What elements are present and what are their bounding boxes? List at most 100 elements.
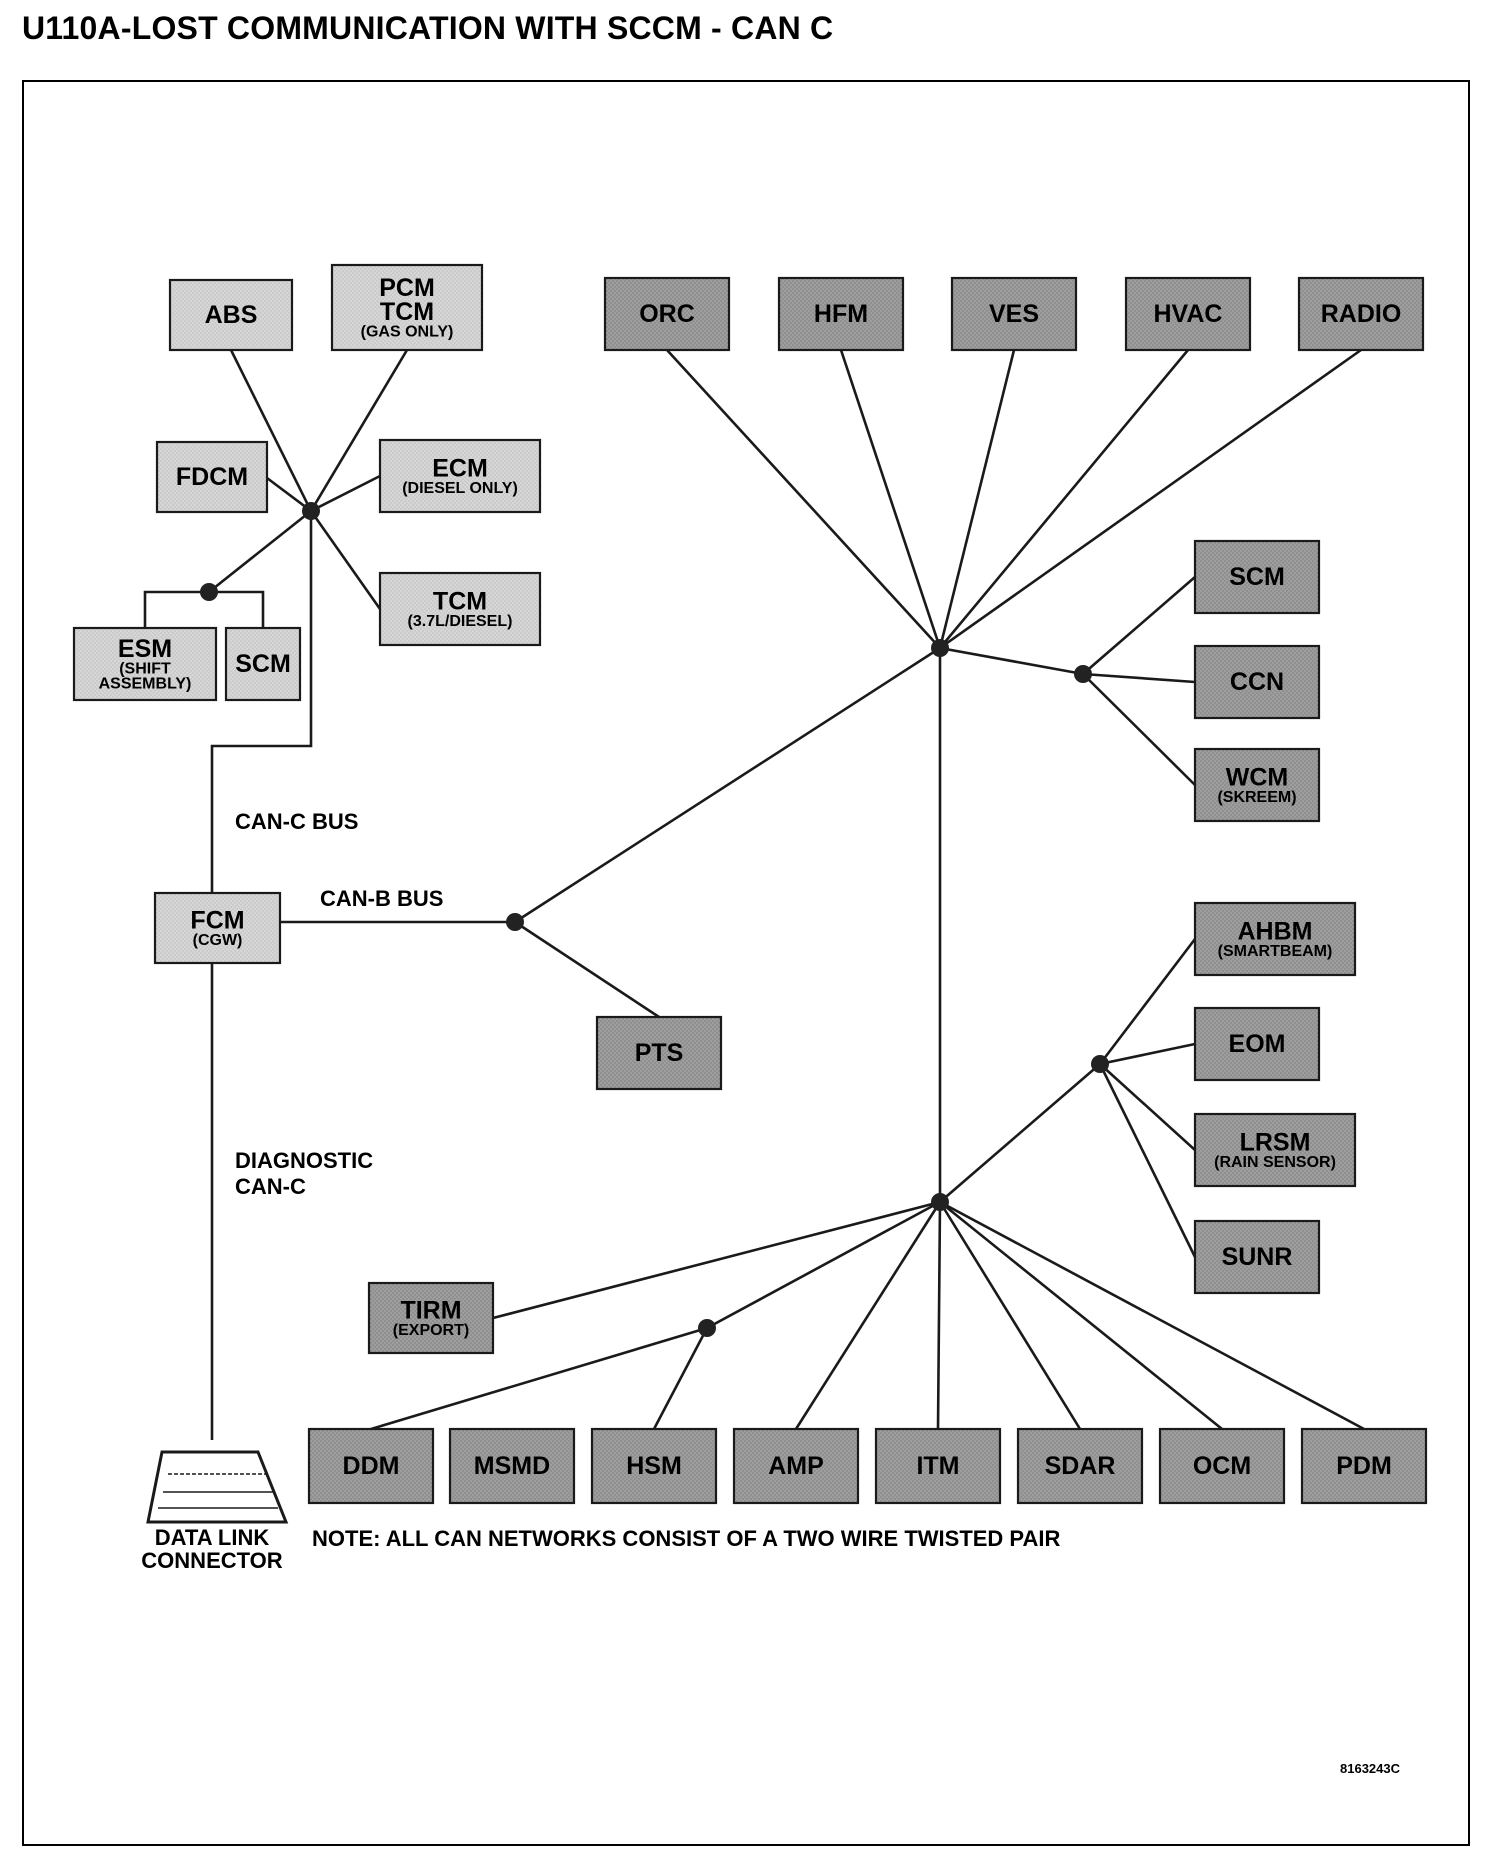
- module-label: SUNR: [1222, 1243, 1293, 1271]
- page-title: U110A-LOST COMMUNICATION WITH SCCM - CAN…: [22, 10, 834, 46]
- can-b-bus-label: CAN-B BUS: [320, 886, 443, 911]
- module-label: TCM: [380, 298, 434, 326]
- module-box: [153, 891, 282, 965]
- splice-sp-b5: [1091, 1055, 1109, 1073]
- module-label: AHBM: [1238, 918, 1313, 946]
- module-box: [1193, 1219, 1321, 1295]
- module-sdar: SDAR: [1016, 1427, 1144, 1505]
- module-ccn: CCN: [1193, 644, 1321, 720]
- diagnostic-label-line2: CAN-C: [235, 1174, 306, 1199]
- module-label: (SMARTBEAM): [1218, 943, 1333, 960]
- module-label: ITM: [916, 1452, 959, 1480]
- splice-sp-b1: [506, 913, 524, 931]
- data-link-connector: DATA LINK CONNECTOR: [141, 1450, 289, 1573]
- module-label: (SKREEM): [1217, 789, 1296, 806]
- module-abs: ABS: [168, 278, 294, 352]
- diagnostic-label-line1: DIAGNOSTIC: [235, 1148, 373, 1173]
- splice-sp-c2: [200, 583, 218, 601]
- module-ocm: OCM: [1158, 1427, 1286, 1505]
- splice-sp-b4: [931, 1193, 949, 1211]
- module-radio: RADIO: [1297, 276, 1425, 352]
- module-sunr: SUNR: [1193, 1219, 1321, 1295]
- wire-fdcm-to-sp-c1: [266, 476, 312, 513]
- module-box: [1193, 747, 1321, 823]
- module-label: MSMD: [474, 1452, 550, 1480]
- wire-sp-b5-to-lrsm: [1099, 1063, 1196, 1151]
- module-label: DDM: [343, 1452, 400, 1480]
- can-c-bus-label: CAN-C BUS: [235, 809, 358, 834]
- wire-sp-b2-to-sp-b3: [939, 646, 1084, 676]
- module-label: (3.7L/DIESEL): [408, 613, 513, 630]
- module-label: CCN: [1230, 668, 1284, 696]
- wire-sp-b4-to-amp: [794, 1201, 942, 1430]
- module-label: (EXPORT): [393, 1322, 469, 1339]
- module-label: HSM: [626, 1452, 682, 1480]
- wire-sp-b4-to-tirm: [492, 1200, 941, 1320]
- wire-sp-b5-to-ahbm: [1098, 938, 1197, 1065]
- wire-hvac-to-sp-b2: [939, 349, 1189, 649]
- module-box: [155, 440, 269, 514]
- module-label: SCM: [235, 650, 291, 678]
- module-label: RADIO: [1321, 300, 1402, 328]
- wire-sp-b4-to-ocm: [939, 1200, 1223, 1431]
- wire-esm-to-sp-c2: [143, 590, 209, 628]
- module-ecm: ECM(DIESEL ONLY): [378, 438, 542, 514]
- module-box: [307, 1427, 435, 1505]
- module-box: [1193, 644, 1321, 720]
- module-label: SDAR: [1045, 1452, 1116, 1480]
- module-fcm: FCM(CGW): [153, 891, 282, 965]
- module-ddm: DDM: [307, 1427, 435, 1505]
- wire-sp-b5-to-sunr: [1098, 1063, 1197, 1258]
- module-wcm: WCM(SKREEM): [1193, 747, 1321, 823]
- module-label: OCM: [1193, 1452, 1251, 1480]
- wire-radio-to-sp-b2: [939, 348, 1362, 650]
- wire-orc-to-sp-b2: [666, 349, 941, 649]
- module-box: [1193, 1112, 1357, 1188]
- wire-sp-b4-to-sp-b6: [706, 1200, 941, 1330]
- module-label: (SHIFT: [119, 660, 171, 677]
- wire-sp-b6-to-ddm: [370, 1326, 708, 1431]
- splice-sp-b3: [1074, 665, 1092, 683]
- splice-sp-c1: [302, 502, 320, 520]
- diagram-frame: [22, 80, 1470, 1846]
- network-note: NOTE: ALL CAN NETWORKS CONSIST OF A TWO …: [312, 1526, 1060, 1551]
- module-lrsm: LRSM(RAIN SENSOR): [1193, 1112, 1357, 1188]
- wire-hfm-to-sp-b2: [839, 349, 942, 649]
- module-label: ASSEMBLY): [99, 676, 192, 693]
- module-box: [72, 626, 218, 702]
- module-pdm: PDM: [1300, 1427, 1428, 1505]
- module-box: [1300, 1427, 1428, 1505]
- wire-sp-b4-to-sdar: [938, 1201, 1082, 1430]
- module-label: (RAIN SENSOR): [1214, 1154, 1336, 1171]
- module-box: [595, 1015, 723, 1091]
- module-label: WCM: [1226, 764, 1288, 792]
- module-amp: AMP: [732, 1427, 860, 1505]
- module-msmd: MSMD: [448, 1427, 576, 1505]
- module-scm-c: SCM: [224, 626, 302, 702]
- wire-sp-b3-to-ccn: [1082, 672, 1196, 684]
- figure-id: 8163243C: [1340, 1761, 1401, 1776]
- module-scm-b: SCM: [1193, 539, 1321, 615]
- wire-sp-b4-to-itm: [936, 1201, 942, 1430]
- module-label: PTS: [635, 1039, 684, 1067]
- module-label: VES: [989, 300, 1039, 328]
- module-hvac: HVAC: [1124, 276, 1252, 352]
- module-pts: PTS: [595, 1015, 723, 1091]
- module-label: TCM: [433, 588, 487, 616]
- dlc-label-line1: DATA LINK: [155, 1525, 270, 1550]
- module-eom: EOM: [1193, 1006, 1321, 1082]
- wire-sp-b4-to-sp-b5: [939, 1063, 1101, 1203]
- module-orc: ORC: [603, 276, 731, 352]
- module-label: HVAC: [1154, 300, 1223, 328]
- splice-sp-b2: [931, 639, 949, 657]
- wire-pcm-to-sp-c1: [309, 349, 409, 512]
- dlc-label-line2: CONNECTOR: [141, 1548, 282, 1573]
- wire-scm-c-to-sp-c2: [209, 590, 265, 628]
- module-tirm: TIRM(EXPORT): [367, 1281, 495, 1355]
- module-fdcm: FDCM: [155, 440, 269, 514]
- module-ahbm: AHBM(SMARTBEAM): [1193, 901, 1357, 977]
- wire-sp-b6-to-hsm: [652, 1327, 709, 1430]
- wire-sp-b4-to-pdm: [939, 1200, 1365, 1431]
- module-tcm: TCM(3.7L/DIESEL): [378, 571, 542, 647]
